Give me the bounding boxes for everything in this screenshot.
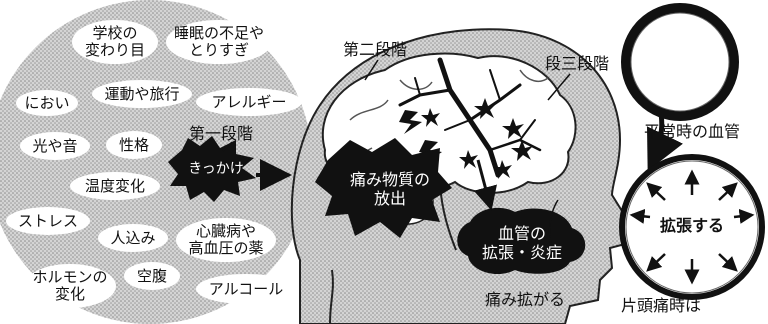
vessel-inflammation-blob (457, 207, 586, 275)
trigger-personality: 性格 (106, 131, 162, 159)
trigger-exercise: 運動や旅行 (92, 80, 192, 108)
pain-release-label: 痛み物質の 放出 (349, 170, 430, 208)
dilation-arrows (629, 169, 755, 285)
trigger-school: 学校の 変わり目 (72, 20, 158, 64)
vessel-tree (398, 57, 542, 178)
trigger-allergy: アレルギー (196, 88, 302, 116)
trigger-light-sound: 光や音 (20, 132, 90, 160)
trigger-hormone: ホルモンの 変化 (24, 264, 116, 308)
dilates-label: 拡張する (659, 216, 724, 235)
pain-spreads-label: 痛み拡がる (484, 290, 565, 309)
inflammation-stars (421, 98, 533, 179)
trigger-burst (168, 136, 256, 202)
trigger-temperature: 温度変化 (70, 172, 160, 200)
stage-two-label: 第二段階 (342, 40, 407, 59)
trigger-sleep: 睡眠の不足や とりすぎ (166, 20, 272, 64)
trigger-smell: におい (16, 90, 78, 116)
arrow-to-vessel (473, 159, 497, 211)
stage-three-label: 段三段階 (544, 54, 609, 73)
trigger-alcohol: アルコール (196, 274, 296, 304)
normal-vessel-label: 平常時の血管 (643, 122, 740, 141)
vessel-inflammation-label: 血管の 拡張・炎症 (481, 224, 562, 262)
trigger-burst-label: きっかけ (188, 161, 244, 177)
pain-release-blob (315, 138, 452, 238)
migraine-time-label: 片頭痛時は (620, 296, 701, 315)
trigger-crowd: 人込み (98, 224, 168, 252)
trigger-hunger: 空腹 (124, 262, 180, 290)
trigger-medicine: 心臓病や 高血圧の薬 (176, 218, 276, 262)
trigger-stress: ストレス (6, 207, 90, 235)
neck-line (329, 269, 334, 324)
stage-one-label: 第一段階 (188, 124, 253, 143)
normal-vessel-ring (621, 3, 739, 121)
